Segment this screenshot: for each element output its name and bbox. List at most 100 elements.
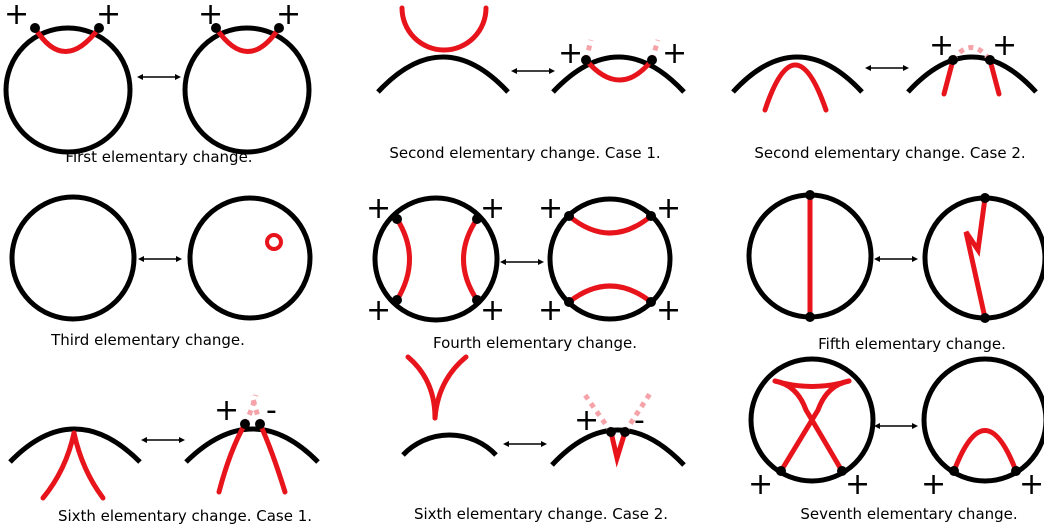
- red-arc: [566, 283, 654, 305]
- plus-sign: +: [538, 293, 563, 328]
- double-arrow: [873, 422, 919, 430]
- point: [472, 295, 482, 305]
- red-arc: [213, 25, 282, 54]
- double-arrow: [136, 73, 182, 81]
- faded-line: [622, 390, 654, 434]
- plus-sign: +: [276, 0, 301, 32]
- left-circle: [372, 195, 500, 323]
- point: [805, 190, 815, 200]
- double-arrow: [140, 436, 186, 444]
- double-arrow: [510, 67, 556, 75]
- plus-sign: +: [845, 467, 870, 502]
- point: [94, 23, 104, 33]
- point: [805, 312, 815, 322]
- point: [985, 55, 995, 65]
- plus-sign: +: [96, 0, 121, 32]
- left-arc: [8, 426, 142, 464]
- plus-sign: +: [198, 0, 223, 32]
- red-cusp: [40, 430, 77, 501]
- point: [472, 214, 482, 224]
- caption-sixth-2: Sixth elementary change. Case 2.: [414, 505, 668, 523]
- panel-third-change: Third elementary change.: [9, 194, 313, 349]
- panel-sixth-change-case1: + - Sixth elementary change. Case 1.: [8, 393, 320, 525]
- red-cusp: [405, 354, 438, 421]
- red-zigzag: [963, 195, 988, 321]
- plus-sign: +: [4, 0, 29, 32]
- double-arrow: [137, 255, 183, 263]
- caption-first: First elementary change.: [65, 148, 252, 166]
- point: [274, 23, 284, 33]
- caption-second-1: Second elementary change. Case 1.: [389, 144, 660, 162]
- plus-sign: +: [992, 28, 1017, 63]
- plus-sign: +: [480, 293, 505, 328]
- point: [620, 427, 630, 437]
- red-cusp: [71, 430, 106, 501]
- plus-sign: +: [214, 393, 239, 428]
- caption-fourth: Fourth elementary change.: [433, 334, 637, 352]
- double-arrow: [873, 255, 919, 263]
- panel-first-change: + + + + First elementary change.: [3, 0, 312, 166]
- plus-sign: +: [921, 467, 946, 502]
- left-arc: [376, 54, 510, 94]
- right-circle: [921, 356, 1044, 484]
- caption-fifth: Fifth elementary change.: [818, 335, 1006, 353]
- caption-second-2: Second elementary change. Case 2.: [754, 144, 1025, 162]
- red-arc: [583, 57, 655, 83]
- double-arrow: [864, 64, 910, 72]
- point: [980, 193, 990, 203]
- caption-third: Third elementary change.: [50, 331, 245, 349]
- point: [581, 55, 591, 65]
- caption-seventh: Seventh elementary change.: [800, 505, 1017, 523]
- point: [606, 427, 616, 437]
- right-arc: [184, 426, 320, 464]
- left-circle: [748, 356, 876, 484]
- plus-sign: +: [662, 36, 687, 71]
- point: [564, 211, 574, 221]
- point: [30, 23, 40, 33]
- panel-fifth-change: Fifth elementary change.: [746, 190, 1044, 353]
- point: [948, 55, 958, 65]
- left-circle: [9, 194, 137, 322]
- double-arrow: [499, 258, 545, 266]
- plus-sign: +: [1019, 467, 1044, 502]
- red-curve: [257, 421, 288, 495]
- right-arc: [906, 54, 1038, 94]
- plus-sign: +: [574, 403, 599, 438]
- point: [392, 295, 402, 305]
- point: [1011, 466, 1021, 476]
- panel-second-change-case1: + + Second elementary change. Case 1.: [376, 5, 687, 162]
- right-circle: [547, 196, 673, 322]
- red-arc: [461, 216, 480, 303]
- red-segment: [941, 57, 956, 97]
- plus-sign: +: [558, 36, 583, 71]
- minus-sign: -: [266, 393, 277, 428]
- plus-sign: +: [480, 191, 505, 226]
- red-cap: [399, 5, 489, 53]
- red-cusp: [432, 354, 469, 421]
- panel-seventh-change: + + + + Seventh elementary change.: [748, 356, 1044, 523]
- red-curve: [772, 378, 852, 389]
- point: [646, 211, 656, 221]
- red-arc: [566, 213, 654, 236]
- point: [211, 23, 221, 33]
- point: [255, 419, 265, 429]
- point: [776, 466, 786, 476]
- panel-sixth-change-case2: + - Sixth elementary change. Case 2.: [401, 354, 686, 523]
- plus-sign: +: [366, 293, 391, 328]
- point: [240, 419, 250, 429]
- plus-sign: +: [656, 191, 681, 226]
- red-small-circle: [265, 233, 283, 251]
- double-arrow: [502, 440, 548, 448]
- faded-line: [580, 390, 614, 434]
- plus-sign: +: [366, 191, 391, 226]
- red-arc: [394, 216, 412, 303]
- red-curve: [216, 421, 248, 495]
- red-arc: [32, 25, 102, 54]
- point: [647, 55, 657, 65]
- red-v: [608, 429, 628, 468]
- point: [564, 297, 574, 307]
- point: [392, 214, 402, 224]
- red-parabola: [951, 428, 1019, 474]
- point: [646, 297, 656, 307]
- panel-fourth-change: + + + + + + + + Fourth elementary change…: [366, 191, 681, 352]
